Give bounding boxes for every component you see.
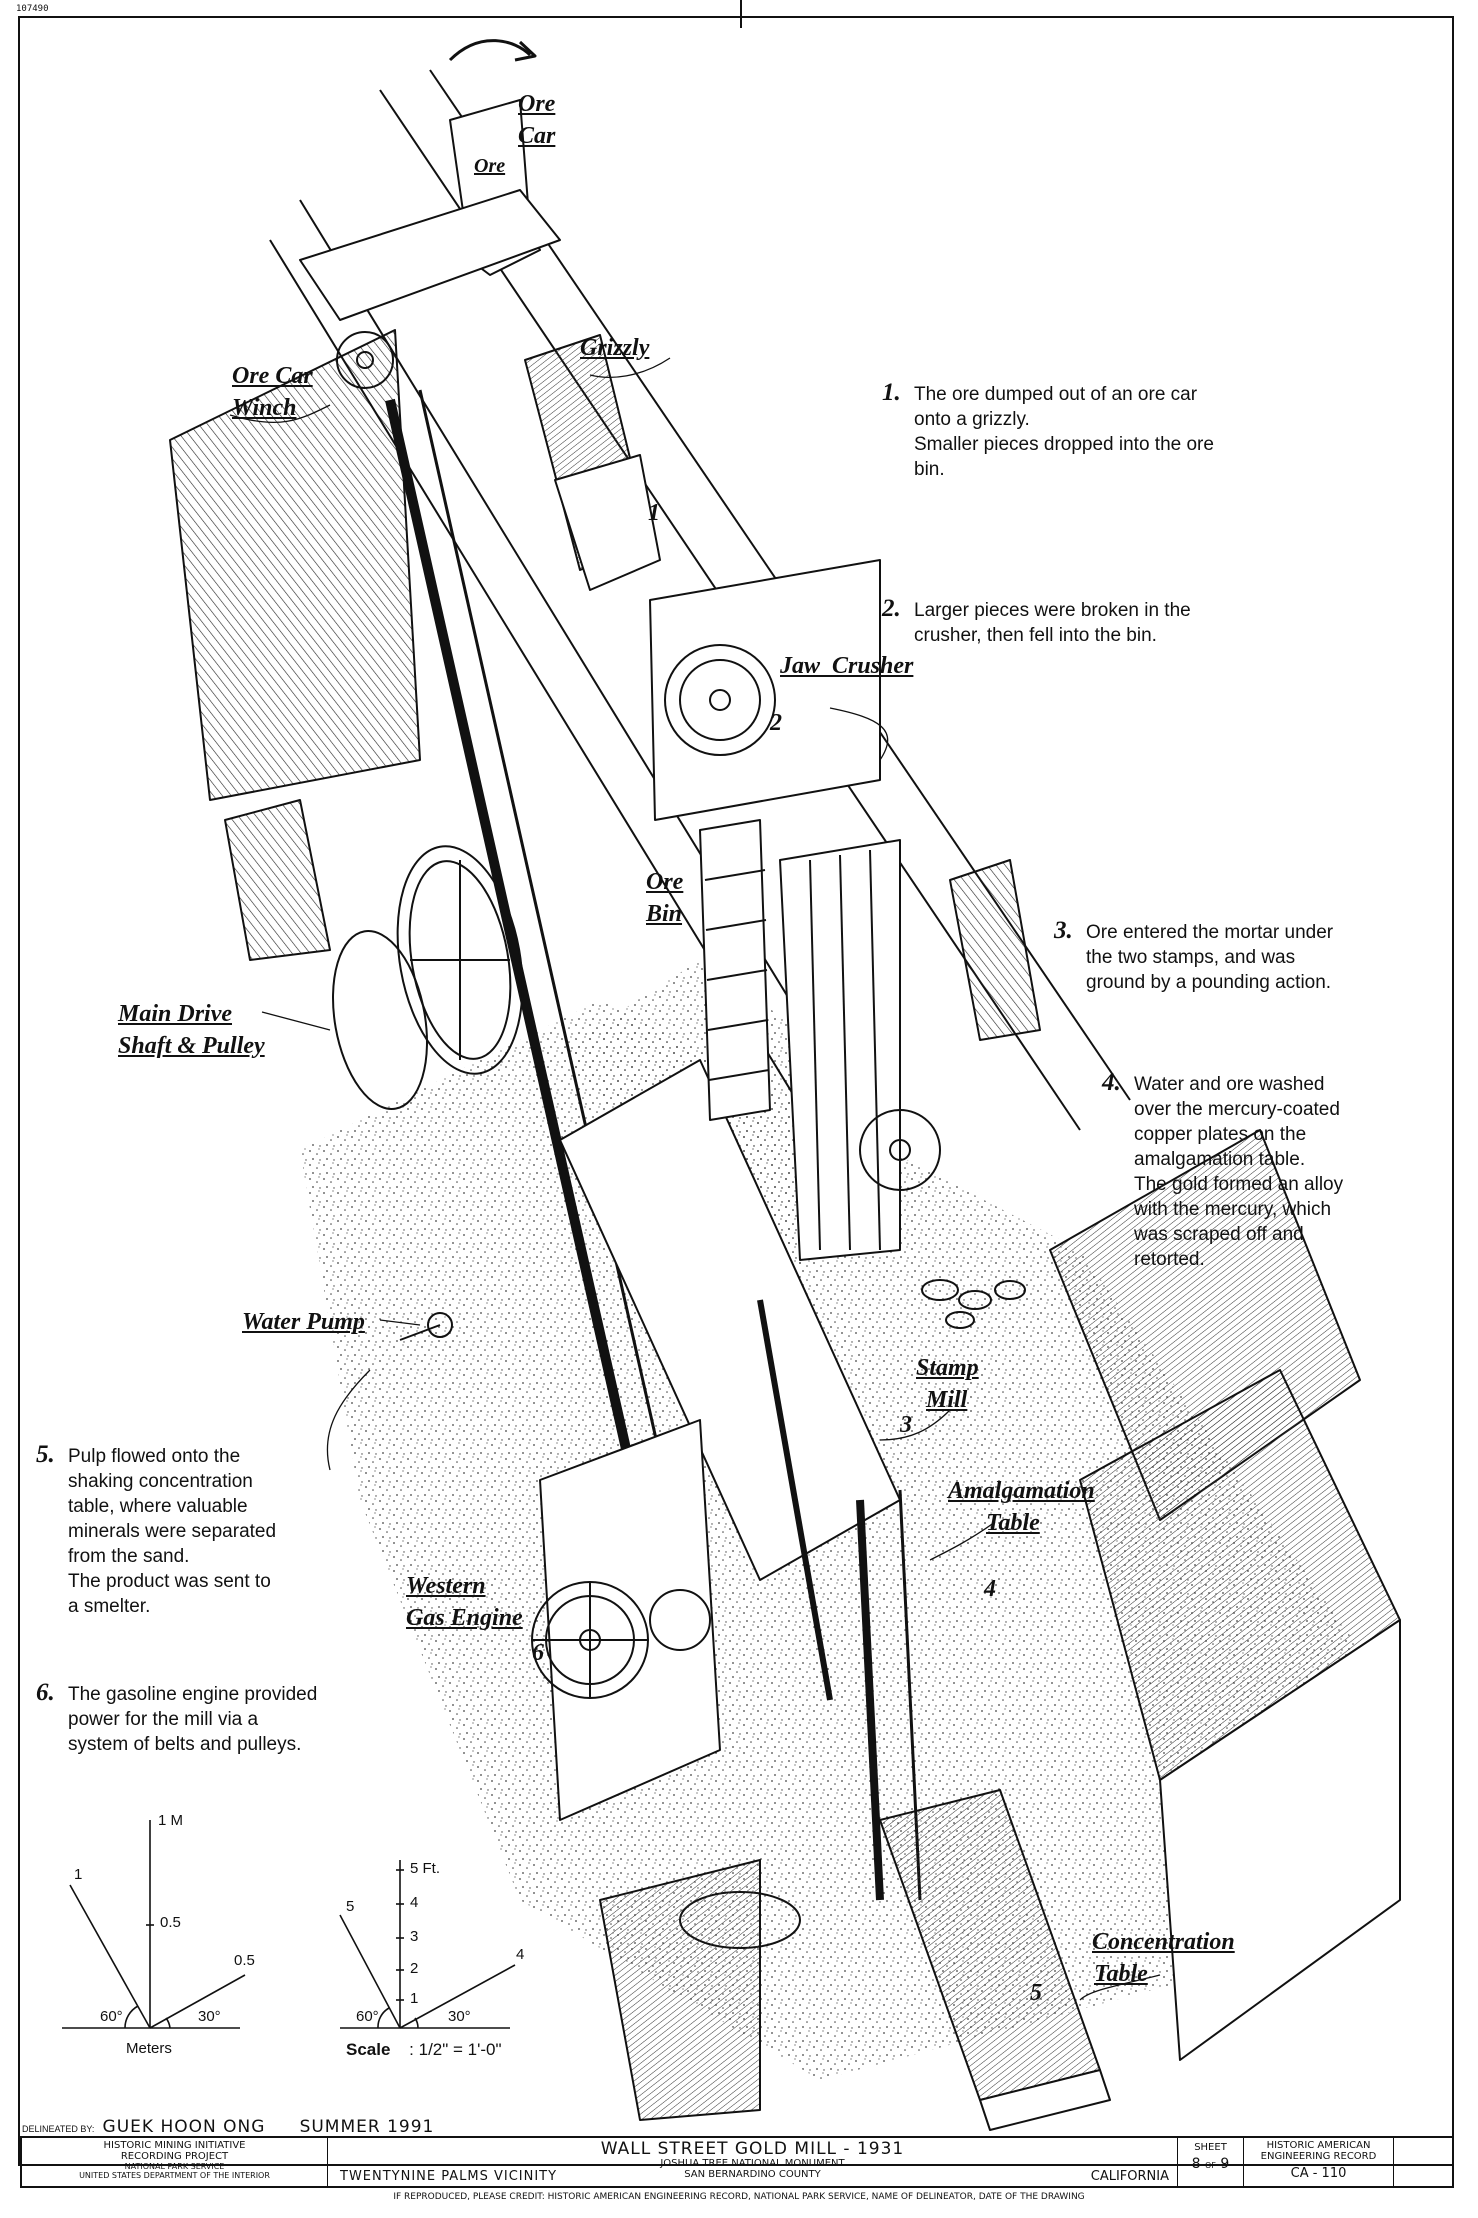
tb-haer: HISTORIC AMERICAN ENGINEERING RECORD CA …	[1244, 2138, 1394, 2186]
scale-ft-angle-right: 30°	[448, 2008, 471, 2025]
scale-m-top: 1 M	[158, 1812, 184, 1829]
delineator-credit: DELINEATED BY: GUEK HOON ONG SUMMER 1991	[22, 2117, 435, 2137]
scale-m-left: 1	[74, 1866, 83, 1883]
tb-stamp-box	[1394, 2138, 1452, 2186]
scale-m-mid: 0.5	[160, 1914, 181, 1931]
scale-ft-3: 3	[410, 1928, 419, 1945]
main-drive-pulley	[396, 845, 524, 1075]
scale-m-angle-left: 60°	[100, 2008, 123, 2025]
label-jaw-crusher: Jaw Crusher	[780, 653, 914, 679]
tb-title: WALL STREET GOLD MILL - 1931 JOSHUA TREE…	[328, 2138, 1178, 2186]
scale-ft-4: 4	[410, 1894, 419, 1911]
stamp-mill-tower	[779, 839, 901, 1261]
scale-ft-caption: Scale : 1/2" = 1'-0"	[346, 2040, 502, 2059]
cam-shaft-pulley	[859, 1109, 941, 1191]
tb-sheet: SHEET 8 OF 9	[1178, 2138, 1244, 2186]
scale-ft-right: 4	[516, 1946, 525, 1963]
callout-4: 4	[984, 1576, 996, 1602]
callout-2: 2	[770, 710, 782, 736]
scale-ft-left: 5	[346, 1898, 355, 1915]
crusher-flywheel	[664, 644, 776, 756]
tb-agency: HISTORIC MINING INITIATIVE RECORDING PRO…	[22, 2138, 328, 2186]
callout-3: 3	[900, 1412, 912, 1438]
winch-drum	[336, 331, 394, 389]
scale-ft-angle-left: 60°	[356, 2008, 379, 2025]
scale-diagram-meters	[62, 1820, 246, 2029]
scale-diagram-feet	[339, 1860, 516, 2029]
scale-m-right: 0.5	[234, 1952, 255, 1969]
sheet-id-tag: 107490	[16, 4, 49, 14]
callout-1: 1	[648, 500, 660, 526]
label-stamp-mill: Stamp Mill	[916, 1355, 979, 1413]
scale-m-angle-right: 30°	[198, 2008, 221, 2025]
scale-ft-5: 5 Ft.	[410, 1860, 441, 1877]
scale-ft-1: 1	[410, 1990, 419, 2007]
label-concentration-table: Concentration Table	[1092, 1929, 1235, 1987]
label-grizzly: Grizzly	[580, 335, 650, 361]
lower-left-shed-roof	[599, 1859, 761, 2121]
title-block: HISTORIC MINING INITIATIVE RECORDING PRO…	[20, 2136, 1454, 2188]
scale-ft-2: 2	[410, 1960, 419, 1977]
callout-6: 6	[532, 1640, 544, 1666]
label-amalgamation-table: Amalgamation Table	[948, 1478, 1095, 1536]
center-mark	[740, 0, 742, 28]
long-drive-belt	[385, 398, 665, 1602]
label-ore: Ore	[474, 155, 506, 177]
left-shed-roof	[169, 329, 421, 801]
scale-m-caption: Meters	[126, 2040, 172, 2057]
sheet-border	[18, 16, 1454, 2166]
callout-5: 5	[1030, 1980, 1042, 2006]
reproduction-credit: IF REPRODUCED, PLEASE CREDIT: HISTORIC A…	[393, 2192, 1085, 2202]
label-water-pump: Water Pump	[242, 1309, 365, 1335]
